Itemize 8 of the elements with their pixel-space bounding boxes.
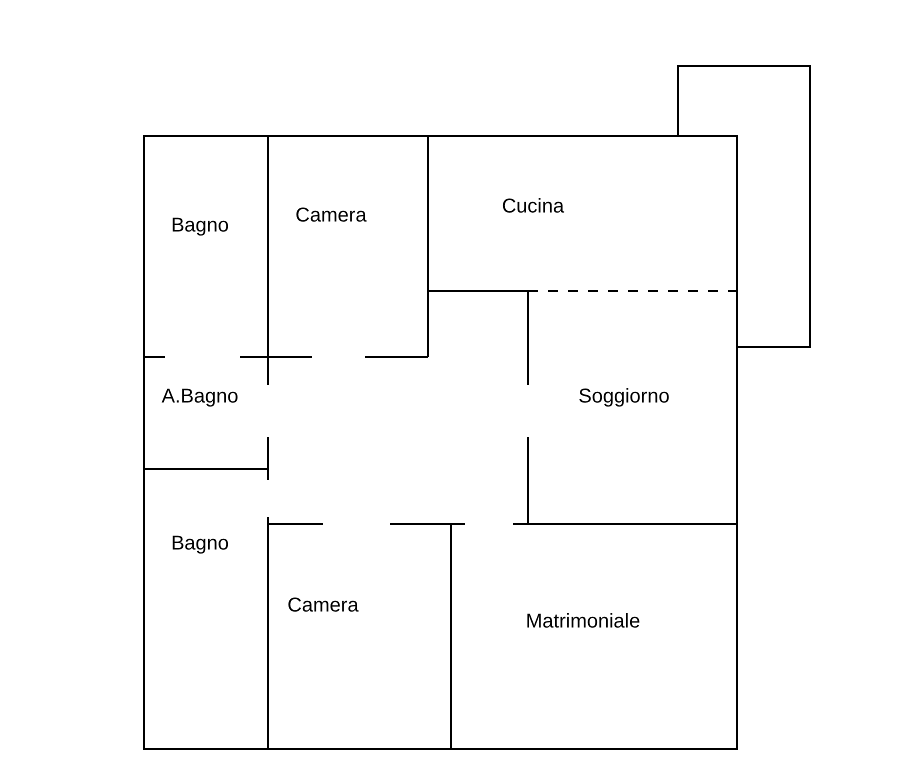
room-label: Bagno [171, 532, 229, 556]
room-label: Matrimoniale [526, 610, 640, 634]
room-label: Bagno [171, 214, 229, 238]
room-label: Soggiorno [578, 386, 670, 408]
room-label: A.Bagno [162, 386, 238, 408]
room-label: Camera [295, 204, 367, 228]
room-label: Cucina [502, 196, 564, 218]
room-label: Camera [287, 594, 359, 618]
